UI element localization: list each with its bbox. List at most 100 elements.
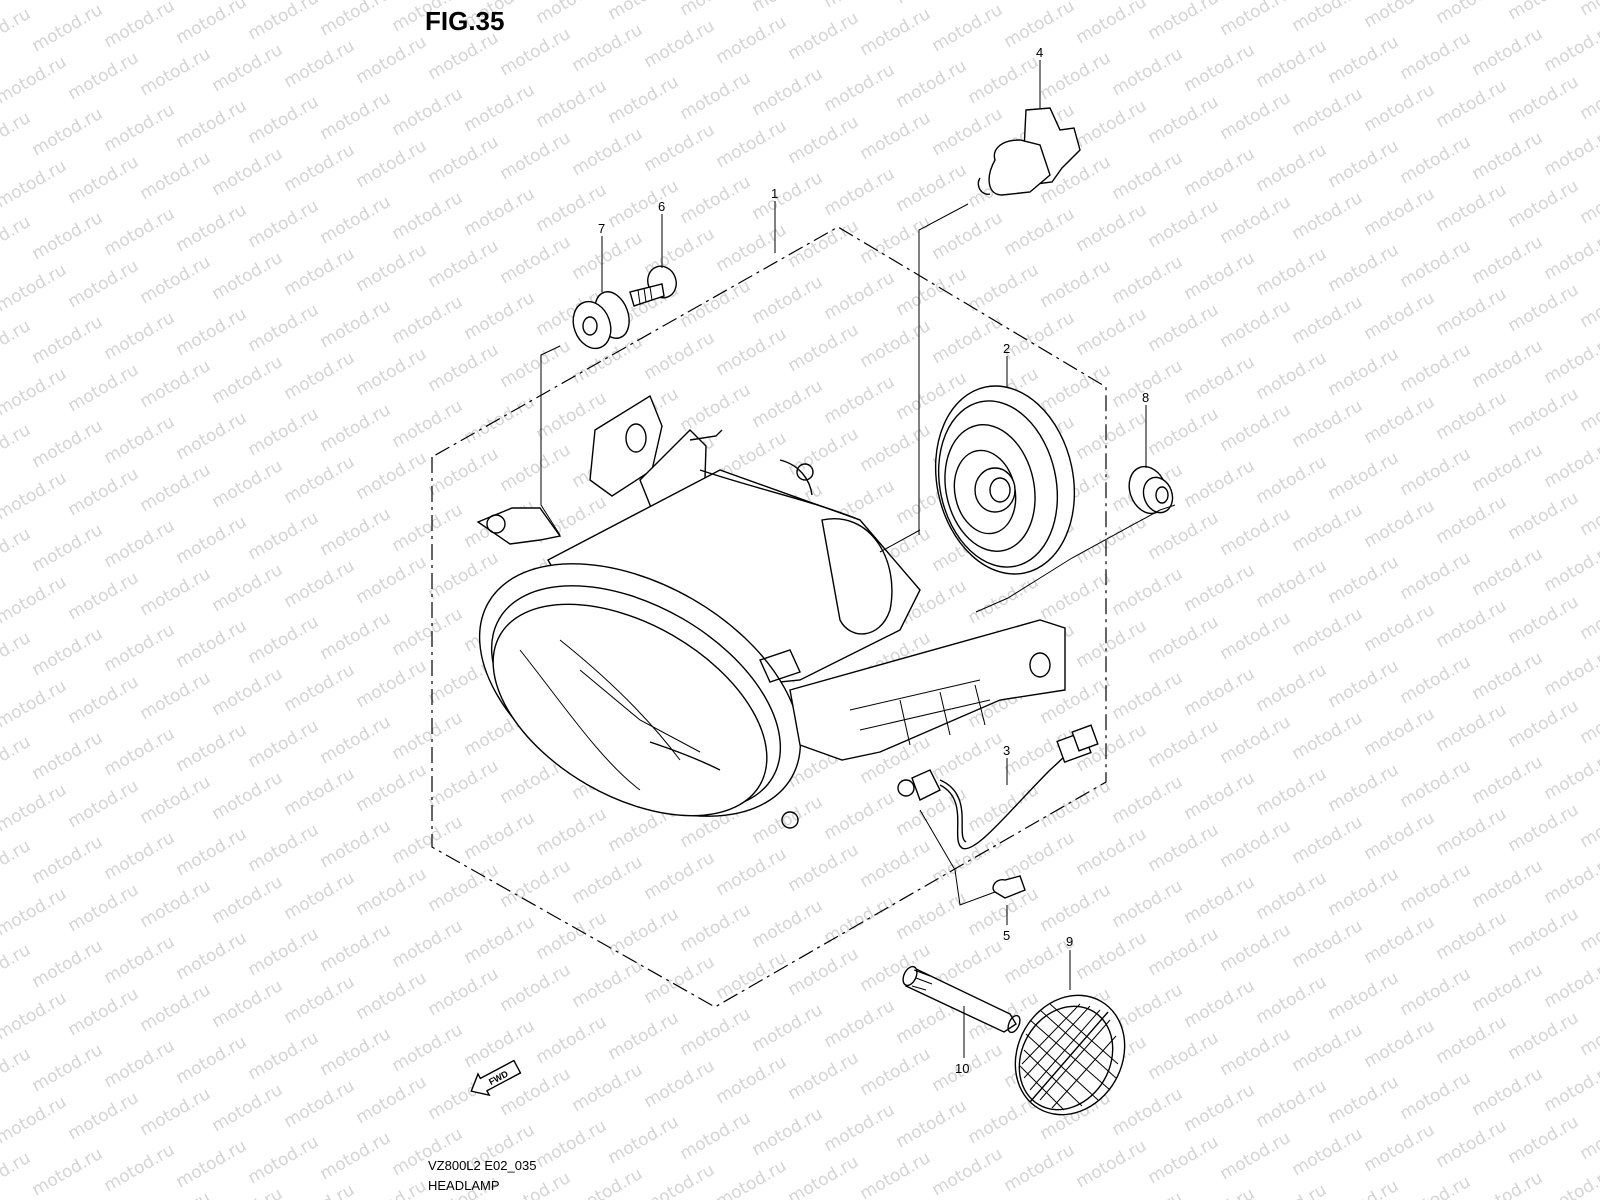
watermark-text: motod.ru (245, 0, 323, 44)
watermark-text: motod.ru (1145, 820, 1223, 876)
watermark-text: motod.ru (605, 904, 683, 960)
watermark-text: motod.ru (929, 728, 1007, 784)
watermark-text: motod.ru (1397, 652, 1475, 708)
watermark-text: motod.ru (569, 852, 647, 908)
watermark-text: motod.ru (173, 304, 251, 360)
socket-cover-part (879, 356, 1076, 575)
watermark-text: motod.ru (1289, 1124, 1367, 1180)
watermark-text: motod.ru (605, 1112, 683, 1168)
watermark-text: motod.ru (821, 1100, 899, 1156)
watermark-text: motod.ru (857, 836, 935, 892)
watermark-text: motod.ru (281, 1180, 359, 1200)
watermark-text: motod.ru (1217, 712, 1295, 768)
watermark-text: motod.ru (893, 0, 971, 8)
watermark-text: motod.ru (29, 832, 107, 888)
watermark-text: motod.ru (641, 1056, 719, 1112)
watermark-text: motod.ru (1469, 960, 1547, 1016)
watermark-text: motod.ru (1109, 148, 1187, 204)
watermark-text: motod.ru (209, 456, 287, 512)
watermark-text: motod.ru (389, 604, 467, 660)
watermark-text: motod.ru (497, 336, 575, 392)
watermark-text: motod.ru (1541, 748, 1600, 804)
watermark-text: motod.ru (389, 188, 467, 244)
watermark-text: motod.ru (1001, 204, 1079, 260)
watermark-text: motod.ru (281, 972, 359, 1028)
small-bulb-part (919, 809, 1026, 925)
watermark-text: motod.ru (497, 232, 575, 288)
watermark-text: motod.ru (1325, 1072, 1403, 1128)
watermark-text: motod.ru (1541, 852, 1600, 908)
watermark-text: motod.ru (1289, 0, 1367, 36)
watermark-text: motod.ru (29, 936, 107, 992)
watermark-text: motod.ru (425, 756, 503, 812)
watermark-text: motod.ru (137, 1188, 215, 1200)
watermark-text: motod.ru (713, 12, 791, 68)
watermark-text: motod.ru (1145, 508, 1223, 564)
watermark-text: motod.ru (29, 624, 107, 680)
watermark-text: motod.ru (281, 556, 359, 612)
watermark-text: motod.ru (1433, 0, 1511, 28)
watermark-text: motod.ru (245, 404, 323, 460)
watermark-text: motod.ru (1289, 292, 1367, 348)
watermark-text: motod.ru (317, 712, 395, 768)
watermark-text: motod.ru (785, 944, 863, 1000)
watermark-text: motod.ru (1145, 196, 1223, 252)
watermark-text: motod.ru (1253, 972, 1331, 1028)
watermark-text: motod.ru (749, 168, 827, 224)
watermark-text: motod.ru (137, 772, 215, 828)
callout-3: 3 (1003, 743, 1010, 758)
watermark-text: motod.ru (1505, 384, 1583, 440)
watermark-text: motod.ru (677, 1108, 755, 1164)
watermark-text: motod.ru (65, 776, 143, 832)
watermark-text: motod.ru (281, 1076, 359, 1132)
watermark-text: motod.ru (245, 300, 323, 356)
watermark-text: motod.ru (1145, 1132, 1223, 1188)
callout-10: 10 (955, 1061, 969, 1076)
watermark-text: motod.ru (1433, 76, 1511, 132)
watermark-text: motod.ru (1325, 344, 1403, 400)
watermark-text: motod.ru (749, 64, 827, 120)
watermark-text: motod.ru (65, 1088, 143, 1144)
watermark-text: motod.ru (1217, 816, 1295, 872)
watermark-text: motod.ru (1505, 488, 1583, 544)
watermark-text: motod.ru (1325, 32, 1403, 88)
watermark-text: motod.ru (245, 612, 323, 668)
watermark-text: motod.ru (1289, 708, 1367, 764)
watermark-text: motod.ru (533, 908, 611, 964)
watermark-text: motod.ru (569, 228, 647, 284)
watermark-text: motod.ru (1397, 756, 1475, 812)
watermark-text: motod.ru (173, 408, 251, 464)
watermark-text: motod.ru (137, 252, 215, 308)
watermark-text: motod.ru (317, 400, 395, 456)
watermark-text: motod.ru (1181, 768, 1259, 824)
watermark-text: motod.ru (353, 552, 431, 608)
watermark-text: motod.ru (641, 952, 719, 1008)
watermark-text: motod.ru (965, 0, 1043, 4)
watermark-text: motod.ru (1433, 1116, 1511, 1172)
watermark-text: motod.ru (281, 868, 359, 924)
watermark-text: motod.ru (65, 360, 143, 416)
watermark-text: motod.ru (281, 244, 359, 300)
watermark-text: motod.ru (317, 0, 395, 40)
watermark-text: motod.ru (137, 668, 215, 724)
watermark-text: motod.ru (1289, 188, 1367, 244)
watermark-text: motod.ru (1469, 232, 1547, 288)
watermark-text: motod.ru (1397, 28, 1475, 84)
watermark-text: motod.ru (1505, 800, 1583, 856)
watermark-text: motod.ru (1073, 824, 1151, 880)
watermark-text: motod.ru (1073, 200, 1151, 256)
watermark-text: motod.ru (137, 356, 215, 412)
watermark-text: motod.ru (317, 192, 395, 248)
watermark-text: motod.ru (785, 840, 863, 896)
watermark-text: motod.ru (209, 872, 287, 928)
watermark-text: motod.ru (1469, 544, 1547, 600)
watermark-text: motod.ru (605, 1008, 683, 1064)
watermark-text: motod.ru (389, 708, 467, 764)
watermark-text: motod.ru (497, 24, 575, 80)
watermark-text: motod.ru (101, 100, 179, 156)
watermark-text: motod.ru (425, 340, 503, 396)
figure-title: FIG.35 (425, 6, 505, 36)
callout-2: 2 (1003, 341, 1010, 356)
watermark-text: motod.ru (1433, 596, 1511, 652)
watermark-text: motod.ru (461, 912, 539, 968)
